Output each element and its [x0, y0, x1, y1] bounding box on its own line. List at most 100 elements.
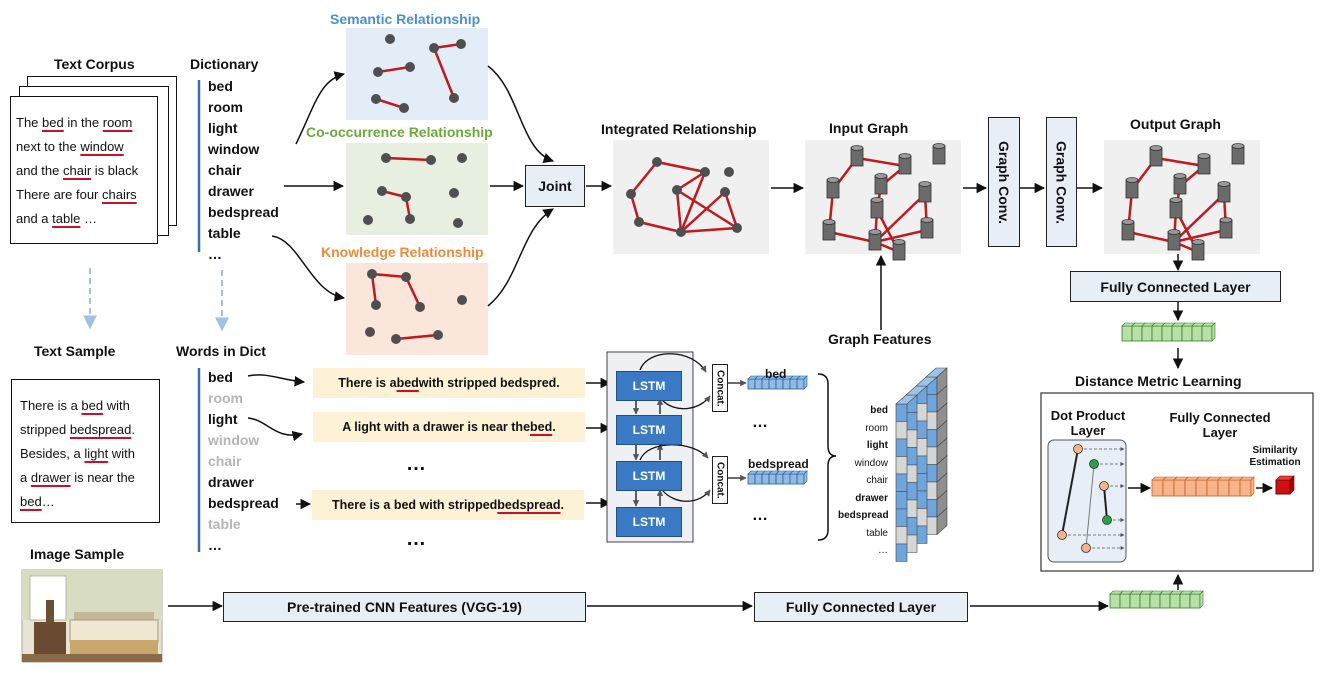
- fc-top-box: Fully Connected Layer: [1070, 271, 1281, 302]
- lstm-cell-2: LSTM: [616, 415, 682, 445]
- graph-feature-word: room: [865, 422, 888, 434]
- cnn-features-box: Pre-trained CNN Features (VGG-19): [223, 592, 586, 622]
- vector-cell: [754, 473, 763, 485]
- feature-cube-cell: [895, 403, 908, 422]
- sample-line: bed…: [20, 490, 159, 514]
- vector-side: [803, 470, 808, 485]
- semantic-relationship-label: Semantic Relationship: [330, 11, 481, 27]
- graph-edge: [630, 161, 658, 195]
- sentence-keyword: bed: [530, 420, 553, 434]
- vector-cell: [1169, 593, 1181, 609]
- dictionary-title: Dictionary: [190, 56, 259, 72]
- feature-cube-cell: [925, 516, 938, 535]
- similarity-output-cell: [1275, 479, 1291, 495]
- image-sample: [21, 569, 163, 663]
- sample-keyword: bed: [20, 494, 42, 509]
- vector-cell: [1217, 479, 1230, 497]
- feature-cube-cell: [915, 455, 928, 474]
- graph-node-top: [918, 181, 932, 187]
- graph-edge: [680, 226, 738, 234]
- dml-title: Distance Metric Learning: [1075, 373, 1242, 389]
- knowledge-relationship-label: Knowledge Relationship: [321, 244, 484, 260]
- graph-node: [391, 334, 401, 344]
- feature-cube-cell: [925, 411, 938, 430]
- sentence-text: with stripped bedspred.: [418, 376, 560, 390]
- dict-word-present: drawer: [208, 474, 254, 490]
- graph-edge: [680, 191, 726, 233]
- graph-node-top: [868, 229, 882, 235]
- graph-node: [381, 153, 391, 163]
- corpus-line: The bed in the room: [16, 111, 157, 135]
- graph-conv-1-label: Graph Conv.: [996, 140, 1012, 224]
- corpus-keyword: table: [52, 211, 81, 226]
- cooccurrence-relationship-label: Co-occurrence Relationship: [306, 124, 493, 140]
- graph-node: [401, 192, 411, 202]
- graph-feature-word: table: [866, 527, 888, 539]
- concat-1-label: Concat.: [714, 369, 726, 407]
- feature-cube-cell: [915, 525, 928, 544]
- graph-edge: [676, 188, 738, 230]
- vector-graph-fc: [1121, 322, 1216, 342]
- vector-cell: [789, 473, 798, 485]
- vector-dml-fc: [1151, 476, 1255, 497]
- vector-side: [1199, 590, 1204, 609]
- graph-node: [449, 93, 459, 103]
- graph-edge: [395, 333, 439, 341]
- similarity-output-side: [1289, 475, 1295, 495]
- dict-word-present: bed: [208, 369, 233, 385]
- corpus-keyword: room: [102, 115, 133, 130]
- sample-line: Besides, a light with: [20, 442, 159, 466]
- graph-node: [399, 103, 409, 113]
- vector-cell: [1121, 325, 1133, 342]
- feature-cube-cell: [895, 526, 908, 545]
- arrow-dict-semantic: [295, 71, 346, 145]
- corpus-keyword: bed: [42, 115, 64, 130]
- vector-cell: [1181, 325, 1193, 342]
- dot-node: [1057, 530, 1067, 540]
- graph-node: [453, 218, 463, 228]
- vector-cell: [1184, 479, 1197, 497]
- similarity-label: Similarity Estimation: [1249, 445, 1301, 468]
- dictionary-word: table: [208, 225, 241, 241]
- graph-node-top: [1217, 181, 1231, 187]
- feature-ellipsis-2: …: [752, 507, 768, 524]
- arrow-knowledge-joint: [487, 208, 554, 307]
- arrow-semantic-joint: [487, 65, 554, 163]
- vector-cell: [747, 378, 756, 390]
- graph-edge: [371, 272, 407, 279]
- text-corpus-title: Text Corpus: [54, 56, 135, 72]
- vector-cell: [1139, 593, 1151, 609]
- feature-cube-cell: [905, 412, 918, 431]
- corpus-keyword: chairs: [102, 187, 137, 202]
- graph-edge: [1173, 228, 1227, 244]
- sample-text: Besides, a: [20, 446, 85, 461]
- dot-vector-line-3: [1103, 485, 1108, 521]
- graph-node-top: [826, 177, 840, 183]
- corpus-text: is black: [91, 163, 139, 178]
- dictionary-word: bed: [208, 78, 233, 94]
- vector-cell: [1171, 325, 1183, 342]
- corpus-line: There are four chairs: [16, 183, 157, 207]
- feature-vector-bed: [747, 375, 808, 390]
- graph-node: [433, 330, 443, 340]
- graph-node-top: [1149, 145, 1163, 151]
- feature-cube-cell: [895, 456, 908, 475]
- graph-node: [401, 272, 411, 282]
- vector-cell: [796, 473, 805, 485]
- graph-edge: [874, 193, 926, 243]
- graph-node: [405, 62, 415, 72]
- dict-word-absent: table: [208, 516, 241, 532]
- sentence-text: There is a: [338, 376, 397, 390]
- vector-cell: [789, 378, 798, 390]
- knowledge-graph: [365, 269, 467, 344]
- vector-side: [1211, 322, 1216, 342]
- graph-edge: [1127, 230, 1175, 244]
- feature-cube-cell: [915, 438, 928, 457]
- sample-line: stripped bedspread.: [20, 418, 159, 442]
- dot-product-box: [1047, 439, 1127, 563]
- vector-cell: [1173, 479, 1186, 497]
